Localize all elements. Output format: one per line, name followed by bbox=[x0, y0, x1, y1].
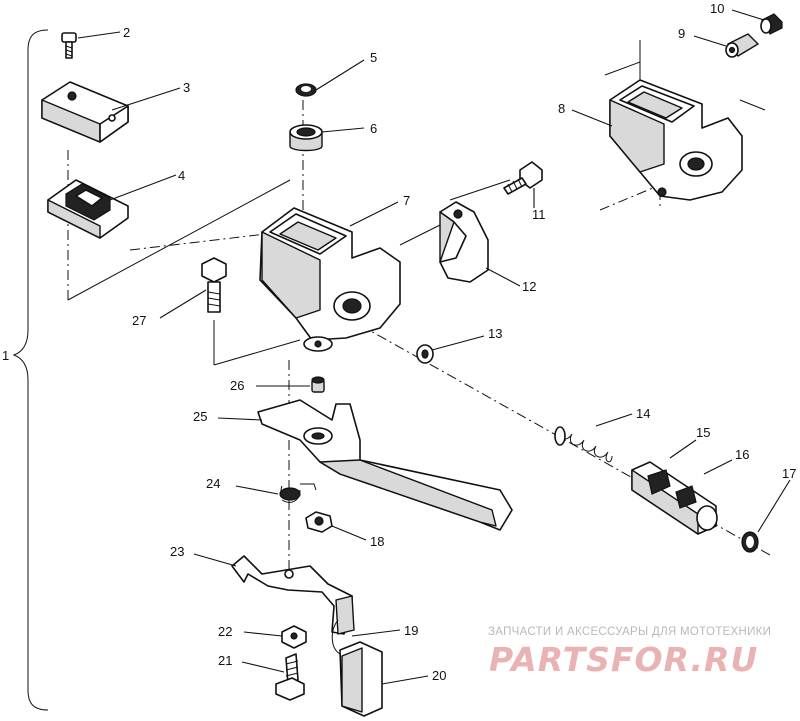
watermark-logo: PARTSFOR.RU bbox=[489, 640, 759, 679]
callout-10: 10 bbox=[710, 1, 724, 16]
assembly-line-bolt-2 bbox=[213, 339, 301, 366]
callout-14: 14 bbox=[636, 406, 650, 421]
callout-8: 8 bbox=[558, 101, 565, 116]
leader-8 bbox=[571, 109, 613, 127]
leader-22 bbox=[243, 631, 283, 637]
callout-21: 21 bbox=[218, 653, 232, 668]
assembly-bracket bbox=[12, 29, 49, 711]
callout-15: 15 bbox=[696, 425, 710, 440]
callout-11: 11 bbox=[532, 207, 546, 222]
leader-21 bbox=[241, 661, 285, 673]
leader-27 bbox=[159, 289, 207, 319]
switch-spring bbox=[279, 483, 317, 503]
assembly-line-right-b bbox=[739, 99, 766, 111]
callout-3: 3 bbox=[183, 80, 190, 95]
callout-13: 13 bbox=[488, 326, 502, 341]
leader-3 bbox=[111, 87, 181, 111]
callout-4: 4 bbox=[178, 168, 185, 183]
assembly-line-right-top bbox=[604, 61, 641, 76]
callout-23: 23 bbox=[170, 544, 184, 559]
callout-25: 25 bbox=[193, 409, 207, 424]
callout-27: 27 bbox=[132, 313, 146, 328]
assembly-line-cover bbox=[67, 179, 291, 301]
leader-4 bbox=[109, 174, 177, 201]
piston-assembly bbox=[631, 461, 718, 535]
callout-6: 6 bbox=[370, 121, 377, 136]
leader-10 bbox=[731, 9, 765, 21]
leader-25 bbox=[217, 417, 263, 421]
reservoir-cover bbox=[41, 81, 129, 143]
callout-1: 1 bbox=[2, 348, 9, 363]
callout-12: 12 bbox=[522, 279, 536, 294]
assembly-line-clamp bbox=[399, 224, 441, 246]
clamp-screw bbox=[503, 161, 543, 195]
watermark-caption: ЗАПЧАСТИ И АКСЕССУАРЫ ДЛЯ МОТОТЕХНИКИ bbox=[488, 626, 772, 638]
callout-20: 20 bbox=[432, 668, 446, 683]
master-cylinder-body bbox=[259, 207, 401, 352]
return-spring bbox=[554, 426, 613, 463]
pivot-pin bbox=[311, 376, 325, 393]
assembly-line-screw bbox=[449, 179, 511, 201]
leader-15 bbox=[669, 439, 697, 459]
callout-7: 7 bbox=[403, 193, 410, 208]
leader-18 bbox=[331, 525, 367, 541]
leader-13 bbox=[431, 335, 485, 351]
leader-9 bbox=[693, 35, 727, 47]
callout-5: 5 bbox=[370, 50, 377, 65]
callout-9: 9 bbox=[678, 26, 685, 41]
leader-20 bbox=[381, 675, 429, 685]
leader-5 bbox=[315, 59, 365, 91]
callout-18: 18 bbox=[370, 534, 384, 549]
leader-19 bbox=[351, 629, 401, 637]
dust-cap bbox=[760, 13, 783, 35]
leader-7 bbox=[349, 201, 399, 227]
callout-24: 24 bbox=[206, 476, 220, 491]
callout-17: 17 bbox=[782, 466, 796, 481]
banjo-fitting bbox=[725, 33, 759, 58]
leader-24 bbox=[235, 485, 279, 495]
seal-ring bbox=[295, 83, 317, 97]
leader-17 bbox=[757, 479, 791, 533]
snap-ring bbox=[741, 531, 759, 553]
leader-14 bbox=[595, 413, 633, 427]
leader-12 bbox=[485, 267, 521, 287]
callout-2: 2 bbox=[123, 25, 130, 40]
callout-16: 16 bbox=[735, 447, 749, 462]
callout-26: 26 bbox=[230, 378, 244, 393]
mounting-bolt bbox=[201, 257, 227, 313]
leader-2 bbox=[77, 31, 121, 39]
lever-pivot-nut bbox=[305, 511, 333, 533]
switch-bracket bbox=[231, 555, 353, 635]
leader-6 bbox=[321, 127, 365, 133]
leader-23 bbox=[193, 553, 237, 567]
leader-16 bbox=[703, 459, 733, 475]
bracket-screw bbox=[275, 653, 305, 701]
assembly-line-right-body bbox=[599, 184, 661, 211]
reservoir-cover-screw bbox=[61, 32, 77, 59]
brake-lever bbox=[257, 399, 513, 531]
brake-switch bbox=[331, 595, 383, 717]
callout-22: 22 bbox=[218, 624, 232, 639]
bracket-nut bbox=[281, 625, 307, 649]
bushing bbox=[289, 124, 323, 152]
reservoir-diaphragm bbox=[47, 179, 129, 239]
callout-19: 19 bbox=[404, 623, 418, 638]
master-cylinder-body-alt bbox=[609, 79, 743, 201]
handlebar-clamp bbox=[439, 201, 489, 283]
washer bbox=[416, 344, 434, 364]
